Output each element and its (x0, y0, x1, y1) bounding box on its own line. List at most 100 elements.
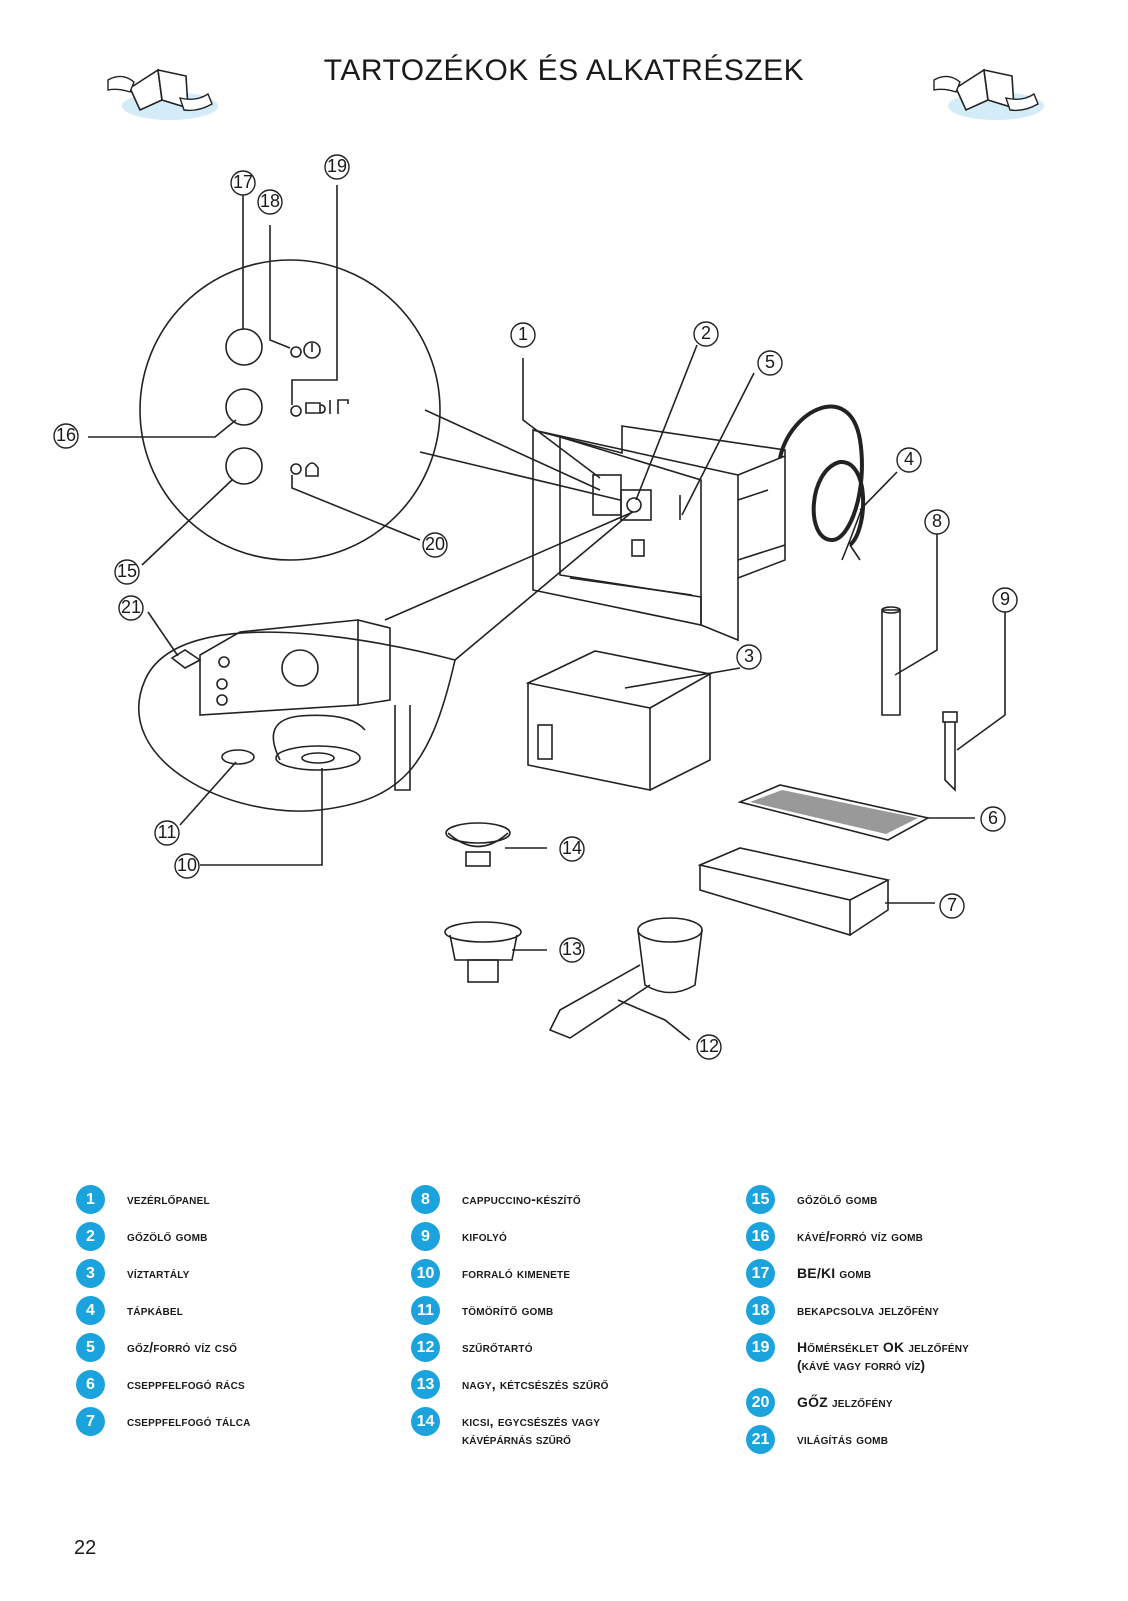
legend-item: 12 Szűrőtartó (411, 1333, 751, 1370)
legend-number: 6 (76, 1370, 105, 1399)
legend-number: 16 (746, 1222, 775, 1251)
hands-reading-book-icon (107, 68, 218, 120)
legend-label: Gőz/forró víz cső (127, 1339, 238, 1355)
power-light (290, 346, 302, 358)
legend-item: 4 Tápkábel (76, 1296, 416, 1333)
coffee-cup-icon (305, 402, 326, 414)
legend-number: 10 (411, 1259, 440, 1288)
legend-number: 17 (746, 1259, 775, 1288)
callout-18: 18 (260, 191, 280, 211)
legend-number: 20 (746, 1388, 775, 1417)
legend-item: 14 Kicsi, egycsészés vagy kávépárnás szűrő (411, 1407, 751, 1462)
callout-11: 11 (158, 822, 177, 842)
legend-number: 18 (746, 1296, 775, 1325)
legend-label: Kávé/Forró víz gomb (797, 1228, 924, 1244)
coffee-hot-water-button (225, 388, 263, 426)
legend-item: 16 Kávé/Forró víz gomb (746, 1222, 1086, 1259)
on-off-button (225, 328, 263, 366)
legend-label: Víztartály (127, 1265, 190, 1281)
legend-label: Szűrőtartó (462, 1339, 533, 1355)
legend-column-3: 15 Gőzölő gomb 16 Kávé/Forró víz gomb 17 BE… (746, 1185, 1086, 1462)
callout-6: 6 (988, 808, 998, 828)
legend-number: 7 (76, 1407, 105, 1436)
legend-item: 10 Forraló kimenete (411, 1259, 751, 1296)
legend-label: Kifolyó (462, 1228, 507, 1244)
callout-8: 8 (932, 511, 942, 531)
callout-2: 2 (701, 323, 711, 343)
parts-diagram: 17 18 19 16 15 20 21 1 2 5 4 8 9 3 6 7 1… (53, 154, 1018, 1060)
legend-number: 5 (76, 1333, 105, 1362)
callout-10: 10 (177, 855, 197, 875)
legend-number: 13 (411, 1370, 440, 1399)
callout-9: 9 (1000, 589, 1010, 609)
legend-column-2: 8 Cappuccino-készítő 9 Kifolyó 10 Forraló k… (411, 1185, 751, 1462)
legend-label: Cappuccino-készítő (462, 1191, 581, 1207)
callout-12: 12 (699, 1036, 719, 1056)
legend-item: 11 Tömörítő gomb (411, 1296, 751, 1333)
legend-label: Vezérlőpanel (127, 1191, 210, 1207)
legend-item: 3 Víztartály (76, 1259, 416, 1296)
legend-number: 8 (411, 1185, 440, 1214)
legend-label: Forraló kimenete (462, 1265, 571, 1281)
callout-3: 3 (744, 646, 754, 666)
legend-number: 4 (76, 1296, 105, 1325)
callout-21: 21 (121, 597, 141, 617)
callout-17: 17 (233, 172, 253, 192)
legend-label: BE/KI gomb (797, 1265, 872, 1281)
power-icon (303, 341, 321, 359)
legend-item: 18 Bekapcsolva jelzőfény (746, 1296, 1086, 1333)
legend-number: 2 (76, 1222, 105, 1251)
legend-column-1: 1 Vezérlőpanel 2 Gőzölő gomb 3 Víztartály 4… (76, 1185, 416, 1444)
legend-number: 1 (76, 1185, 105, 1214)
legend-label: Gőzölő gomb (797, 1191, 878, 1207)
legend-label-continued: kávépárnás szűrő (462, 1431, 571, 1447)
legend-number: 12 (411, 1333, 440, 1362)
callout-20: 20 (425, 534, 445, 554)
legend-label: Világítás gomb (797, 1431, 889, 1447)
legend-item: 2 Gőzölő gomb (76, 1222, 416, 1259)
legend-item: 19 Hőmérséklet OK jelzőfény (kávé vagy for… (746, 1333, 1086, 1388)
legend-item: 9 Kifolyó (411, 1222, 751, 1259)
legend-item: 21 Világítás gomb (746, 1425, 1086, 1462)
legend-item: 17 BE/KI gomb (746, 1259, 1086, 1296)
legend-label: Cseppfelfogó rács (127, 1376, 245, 1392)
legend-label: Cseppfelfogó tálca (127, 1413, 251, 1429)
legend-label: Kicsi, egycsészés vagy (462, 1413, 601, 1429)
legend-number: 21 (746, 1425, 775, 1454)
steam-icon (305, 462, 319, 477)
legend-number: 3 (76, 1259, 105, 1288)
steam-button (225, 447, 263, 485)
legend-number: 11 (411, 1296, 440, 1325)
legend-item: 7 Cseppfelfogó tálca (76, 1407, 416, 1444)
legend-label: Tápkábel (127, 1302, 184, 1318)
callout-4: 4 (904, 449, 914, 469)
legend-label-continued: (kávé vagy forró víz) (797, 1357, 926, 1373)
callout-13: 13 (562, 939, 582, 959)
legend-label: Tömörítő gomb (462, 1302, 554, 1318)
legend-item: 13 Nagy, kétcsészés szűrő (411, 1370, 751, 1407)
callout-1: 1 (518, 324, 528, 344)
legend-label: Nagy, kétcsészés szűrő (462, 1376, 609, 1392)
hot-water-tap-icon (337, 399, 349, 414)
legend-number: 19 (746, 1333, 775, 1362)
page-number: 22 (74, 1537, 97, 1559)
legend-item: 1 Vezérlőpanel (76, 1185, 416, 1222)
legend-item: 8 Cappuccino-készítő (411, 1185, 751, 1222)
callout-7: 7 (947, 895, 957, 915)
legend-label: Gőzölő gomb (127, 1228, 208, 1244)
callout-14: 14 (562, 838, 582, 858)
legend-label: Hőmérséklet OK jelzőfény (797, 1339, 970, 1355)
steam-light (290, 463, 302, 475)
callout-16: 16 (56, 425, 76, 445)
control-panel-zoom (139, 259, 441, 561)
hands-reading-book-icon (933, 68, 1044, 120)
legend-item: 6 Cseppfelfogó rács (76, 1370, 416, 1407)
legend-label: Bekapcsolva jelzőfény (797, 1302, 940, 1318)
legend-item: 15 Gőzölő gomb (746, 1185, 1086, 1222)
callout-15: 15 (117, 561, 137, 581)
temperature-light (290, 405, 302, 417)
legend-number: 9 (411, 1222, 440, 1251)
legend-number: 14 (411, 1407, 440, 1436)
legend-number: 15 (746, 1185, 775, 1214)
